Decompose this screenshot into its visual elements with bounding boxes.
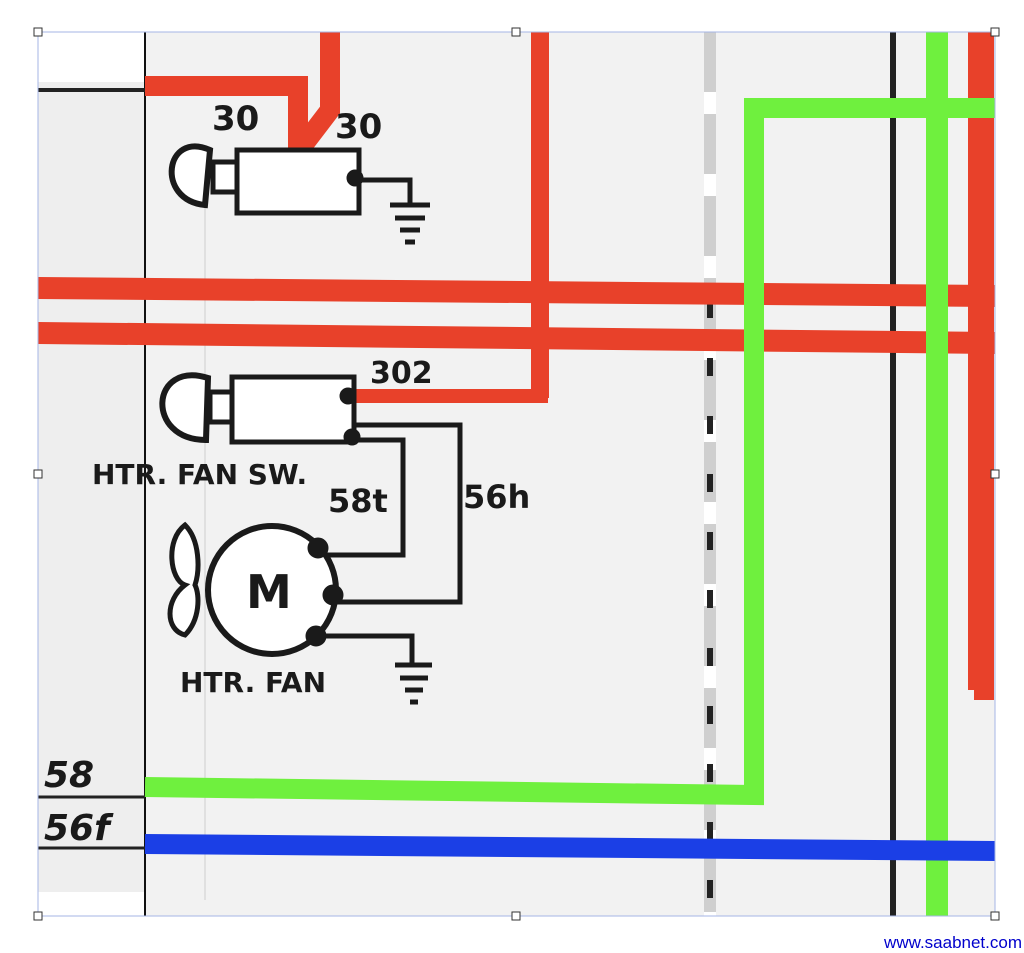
blue-wire: [144, 834, 996, 861]
red-wire-horizontal-1: [37, 277, 996, 307]
watermark: www.saabnet.com: [884, 933, 1022, 952]
strip-label-56f: 56f: [44, 808, 114, 849]
heater-fan-switch: [159, 372, 463, 605]
heater-fan-switch-label: HTR. FAN SW.: [92, 458, 307, 491]
resize-handle-bottom-left[interactable]: [33, 911, 43, 921]
left-strip: [38, 32, 145, 916]
resize-handle-bottom[interactable]: [511, 911, 521, 921]
resize-handle-top-left[interactable]: [33, 27, 43, 37]
motor-symbol: M: [246, 565, 292, 619]
heater-fan-motor: [167, 521, 432, 705]
red-wires: [37, 32, 996, 700]
resize-handle-bottom-right[interactable]: [990, 911, 1000, 921]
red-wire-top: [145, 76, 308, 152]
resize-handle-top[interactable]: [511, 27, 521, 37]
resize-handle-right[interactable]: [990, 469, 1000, 479]
top-switch-pin-right: 30: [335, 107, 382, 147]
left-strip-top-white: [38, 32, 145, 82]
heater-fan-switch-pin-out: 302: [370, 356, 433, 391]
top-switch: [168, 143, 430, 245]
left-strip-bottom-white: [38, 892, 145, 916]
resize-handle-top-right[interactable]: [990, 27, 1000, 37]
red-wire-top-diag: [290, 32, 340, 159]
red-wire-horizontal-2: [37, 322, 996, 354]
pin-58t-label: 58t: [328, 482, 388, 520]
top-switch-pin-left: 30: [212, 99, 259, 139]
green-wires: [144, 32, 995, 916]
resize-handles[interactable]: [33, 27, 1000, 921]
pin-56h-label: 56h: [463, 478, 530, 516]
heater-fan-label: HTR. FAN: [180, 666, 326, 699]
strip-label-58: 58: [44, 755, 94, 796]
resize-handle-left[interactable]: [33, 469, 43, 479]
green-wire-main: [144, 98, 995, 806]
